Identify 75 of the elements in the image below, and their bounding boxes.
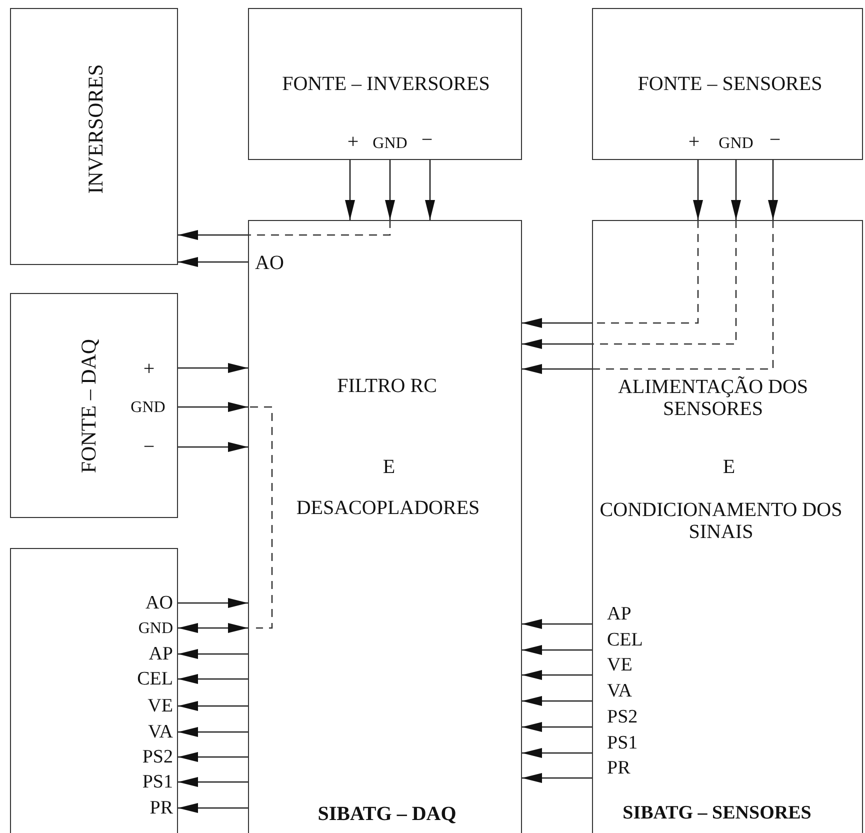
block-box <box>248 220 522 833</box>
pin-label: GND <box>138 620 173 638</box>
block-box <box>248 8 522 160</box>
block-box <box>10 548 178 833</box>
arrow <box>425 160 435 220</box>
block-text: CONDICIONAMENTO DOS SINAIS <box>598 499 844 543</box>
block-title: FONTE – DAQ <box>77 338 101 474</box>
pin-label: GND <box>372 135 408 153</box>
arrow <box>178 674 248 684</box>
pin-label: PS2 <box>142 748 173 768</box>
arrow <box>178 623 248 633</box>
pin-label: VA <box>607 682 632 702</box>
arrow <box>178 803 248 813</box>
arrow <box>522 670 592 680</box>
arrow <box>178 777 248 787</box>
pin-label: VE <box>148 696 173 718</box>
pin-label: − <box>421 129 433 151</box>
arrow <box>385 160 395 220</box>
pin-label: AO <box>255 252 284 274</box>
pin-label: CEL <box>137 670 173 690</box>
pin-label: PS2 <box>607 708 638 728</box>
pin-label: AP <box>607 604 632 626</box>
arrow <box>693 160 703 220</box>
arrow <box>522 645 592 655</box>
arrow <box>178 257 248 267</box>
pin-label: PS1 <box>607 734 638 754</box>
block-title: FONTE – INVERSORES <box>282 73 490 95</box>
arrow <box>522 722 592 732</box>
block-text: FILTRO RC <box>337 375 437 397</box>
arrow <box>522 339 592 349</box>
block-text: E <box>722 456 736 478</box>
block-box <box>592 220 863 833</box>
pin-label: VA <box>148 722 173 744</box>
pin-label: CEL <box>607 630 643 652</box>
arrow <box>731 160 741 220</box>
arrow <box>178 727 248 737</box>
arrow <box>522 364 592 374</box>
arrow <box>178 598 248 608</box>
arrow <box>768 160 778 220</box>
pin-label: PR <box>150 798 173 820</box>
arrow <box>345 160 355 220</box>
pin-label: + <box>688 131 700 153</box>
arrow <box>522 773 592 783</box>
arrow <box>178 649 248 659</box>
block-text: ALIMENTAÇÃO DOS SENSORES <box>616 376 810 420</box>
arrow <box>178 701 248 711</box>
pin-label: AP <box>148 644 173 666</box>
arrow <box>178 363 248 373</box>
block-title: SIBATG – DAQ <box>318 803 456 825</box>
arrow <box>522 748 592 758</box>
arrow <box>522 696 592 706</box>
arrow <box>178 402 248 412</box>
block-title: SIBATG – SENSORES <box>622 804 812 824</box>
pin-label: + <box>347 131 359 153</box>
pin-label: − <box>769 129 781 151</box>
arrow <box>178 752 248 762</box>
pin-label: PS1 <box>142 772 173 794</box>
arrow <box>522 318 592 328</box>
pin-label: VE <box>607 656 632 676</box>
pin-label: + <box>143 358 155 380</box>
block-box <box>10 8 178 265</box>
block-box <box>10 293 178 518</box>
block-box <box>592 8 863 160</box>
block-title: INVERSORES <box>84 64 108 194</box>
pin-label: AO <box>146 594 173 614</box>
arrow <box>178 230 248 240</box>
pin-label: GND <box>130 399 166 417</box>
arrow <box>522 619 592 629</box>
block-title: FONTE – SENSORES <box>638 73 822 95</box>
block-text: E <box>382 456 396 478</box>
arrow <box>178 442 248 452</box>
block-text: DESACOPLADORES <box>296 497 480 519</box>
pin-label: − <box>143 436 155 458</box>
pin-label: PR <box>607 758 630 780</box>
pin-label: GND <box>718 135 754 153</box>
